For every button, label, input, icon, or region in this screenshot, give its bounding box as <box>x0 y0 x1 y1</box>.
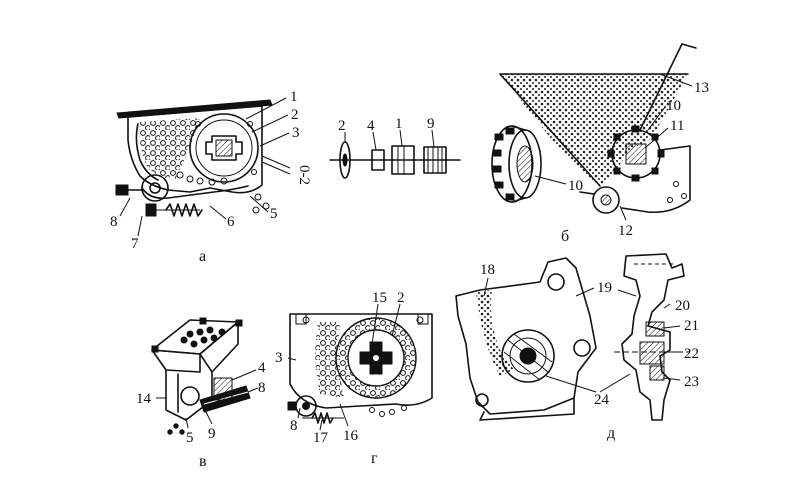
label-g-17: 17 <box>313 430 329 446</box>
caption-v: в <box>199 453 207 470</box>
gap-dimension <box>261 155 291 175</box>
panel-d-leaders <box>483 277 681 393</box>
falling-seeds <box>252 193 270 214</box>
label-shaft-1: 1 <box>395 116 403 132</box>
seed-column-d <box>476 290 514 376</box>
label-a-5: 5 <box>270 206 278 222</box>
label-shaft-9: 9 <box>427 116 435 132</box>
falling-seeds-g <box>369 405 407 417</box>
seed-mass <box>139 118 228 186</box>
label-a-1: 1 <box>290 89 298 105</box>
label-g-16: 16 <box>343 428 359 444</box>
caption-g: г <box>371 450 378 467</box>
panel-a-shaft-assembly: 2 4 1 9 <box>329 116 461 179</box>
seeds-in-hopper <box>180 326 226 348</box>
panel-d: 18 19 20 21 22 23 24 д <box>455 253 699 442</box>
label-g-8: 8 <box>290 418 298 434</box>
label-shaft-4: 4 <box>367 118 375 134</box>
housing-d <box>455 257 597 421</box>
label-b-10-top: 10 <box>666 98 681 114</box>
label-d-18: 18 <box>480 262 495 278</box>
panel-b-leaders <box>534 73 693 221</box>
panel-g-leaders <box>287 303 401 431</box>
bottom-valve-g <box>287 395 317 417</box>
panel-b: 13 10 11 10 12 б <box>491 43 709 245</box>
housing-g <box>289 313 433 409</box>
adjusting-bolt <box>115 184 157 217</box>
caption-d: д <box>607 425 615 442</box>
label-v-8: 8 <box>258 380 266 396</box>
label-v-4: 4 <box>258 360 266 376</box>
reel-housing <box>621 145 691 214</box>
coil-reel <box>213 377 233 401</box>
side-view-d <box>614 253 690 421</box>
label-g-2: 2 <box>397 290 405 306</box>
label-b-10: 10 <box>568 178 583 194</box>
caption-b: б <box>561 228 569 245</box>
seed-hopper <box>499 73 689 187</box>
panel-a: 1 2 3 0-2 5 6 7 8 а <box>110 89 312 265</box>
bottom-valve-b <box>579 186 620 214</box>
detached-sowing-reel <box>491 125 542 203</box>
caption-a: а <box>199 248 206 265</box>
label-b-12: 12 <box>618 223 633 239</box>
label-a-7: 7 <box>131 236 139 252</box>
lower-housing <box>165 369 213 421</box>
label-d-21: 21 <box>684 318 699 334</box>
label-v-14: 14 <box>136 391 152 407</box>
label-a-6: 6 <box>227 214 235 230</box>
panel-g: 15 2 3 8 17 16 г <box>275 290 433 467</box>
label-d-19: 19 <box>597 280 612 296</box>
label-g-3: 3 <box>275 350 283 366</box>
panel-v: 4 8 14 5 9 в <box>136 317 266 470</box>
label-d-20: 20 <box>675 298 690 314</box>
label-a-3: 3 <box>292 125 300 141</box>
cross-hub <box>359 341 393 375</box>
adjusting-spring <box>150 203 203 217</box>
falling-seeds-v <box>167 423 185 435</box>
shaft-collar <box>371 145 415 175</box>
shaft-coil <box>423 146 447 174</box>
cell-disk-d <box>501 329 555 383</box>
cogged-reel <box>607 125 665 182</box>
label-v-9: 9 <box>208 426 216 442</box>
grooved-metering-wheel <box>189 113 259 183</box>
label-v-5: 5 <box>186 430 194 446</box>
panel-a-leaders <box>119 97 290 237</box>
panel-v-leaders <box>156 369 259 429</box>
label-b-13: 13 <box>694 80 709 96</box>
shaft-leaders <box>344 129 435 151</box>
label-a-8: 8 <box>110 214 118 230</box>
label-a-2: 2 <box>291 107 299 123</box>
label-shaft-2: 2 <box>338 118 346 134</box>
label-d-22: 22 <box>684 346 699 362</box>
adjusting-lever <box>639 43 697 131</box>
label-g-15: 15 <box>372 290 387 306</box>
label-a-gap: 0-2 <box>296 165 312 185</box>
spring-g <box>302 412 344 424</box>
label-d-24: 24 <box>594 392 610 408</box>
bottom-valve <box>141 174 249 202</box>
hopper-seed-g <box>315 322 344 398</box>
label-b-11: 11 <box>670 118 684 134</box>
label-d-23: 23 <box>684 374 699 390</box>
